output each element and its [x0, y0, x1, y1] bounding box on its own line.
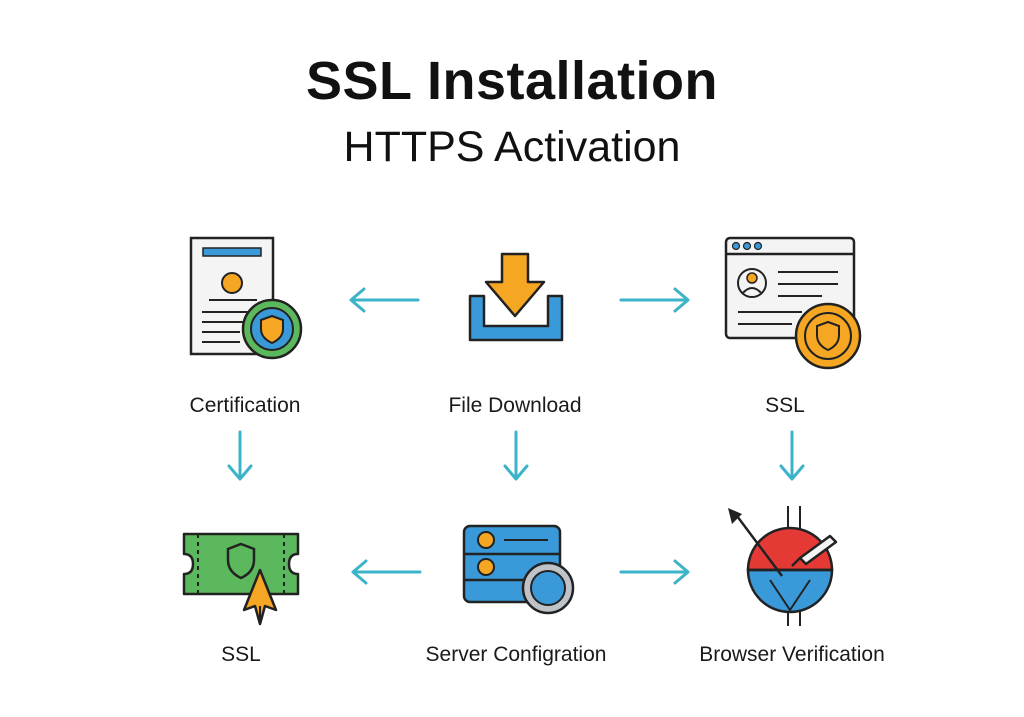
- download-tray-icon: [468, 252, 564, 342]
- arrow-down-icon: [227, 430, 253, 481]
- arrow-right-icon: [619, 559, 690, 585]
- arrow-right-icon: [619, 287, 690, 313]
- step-label: Server Configration: [425, 643, 607, 666]
- globe-verification-icon: [728, 506, 838, 626]
- step-label: SSL: [765, 394, 805, 417]
- step-label: File Download: [448, 394, 582, 417]
- ssl-ticket-cursor-icon: [182, 532, 300, 626]
- step-label: Certification: [189, 394, 301, 417]
- server-settings-icon: [462, 524, 575, 615]
- certificate-shield-icon: [189, 236, 303, 360]
- arrow-down-icon: [779, 430, 805, 481]
- arrow-left-icon: [349, 287, 420, 313]
- step-label: SSL: [221, 643, 261, 666]
- arrow-left-icon: [351, 559, 422, 585]
- browser-window-badge-icon: [724, 236, 862, 370]
- arrow-down-icon: [503, 430, 529, 481]
- diagram-subtitle: HTTPS Activation: [343, 123, 681, 171]
- step-label: Browser Verification: [699, 643, 885, 666]
- diagram-title: SSL Installation: [305, 51, 719, 111]
